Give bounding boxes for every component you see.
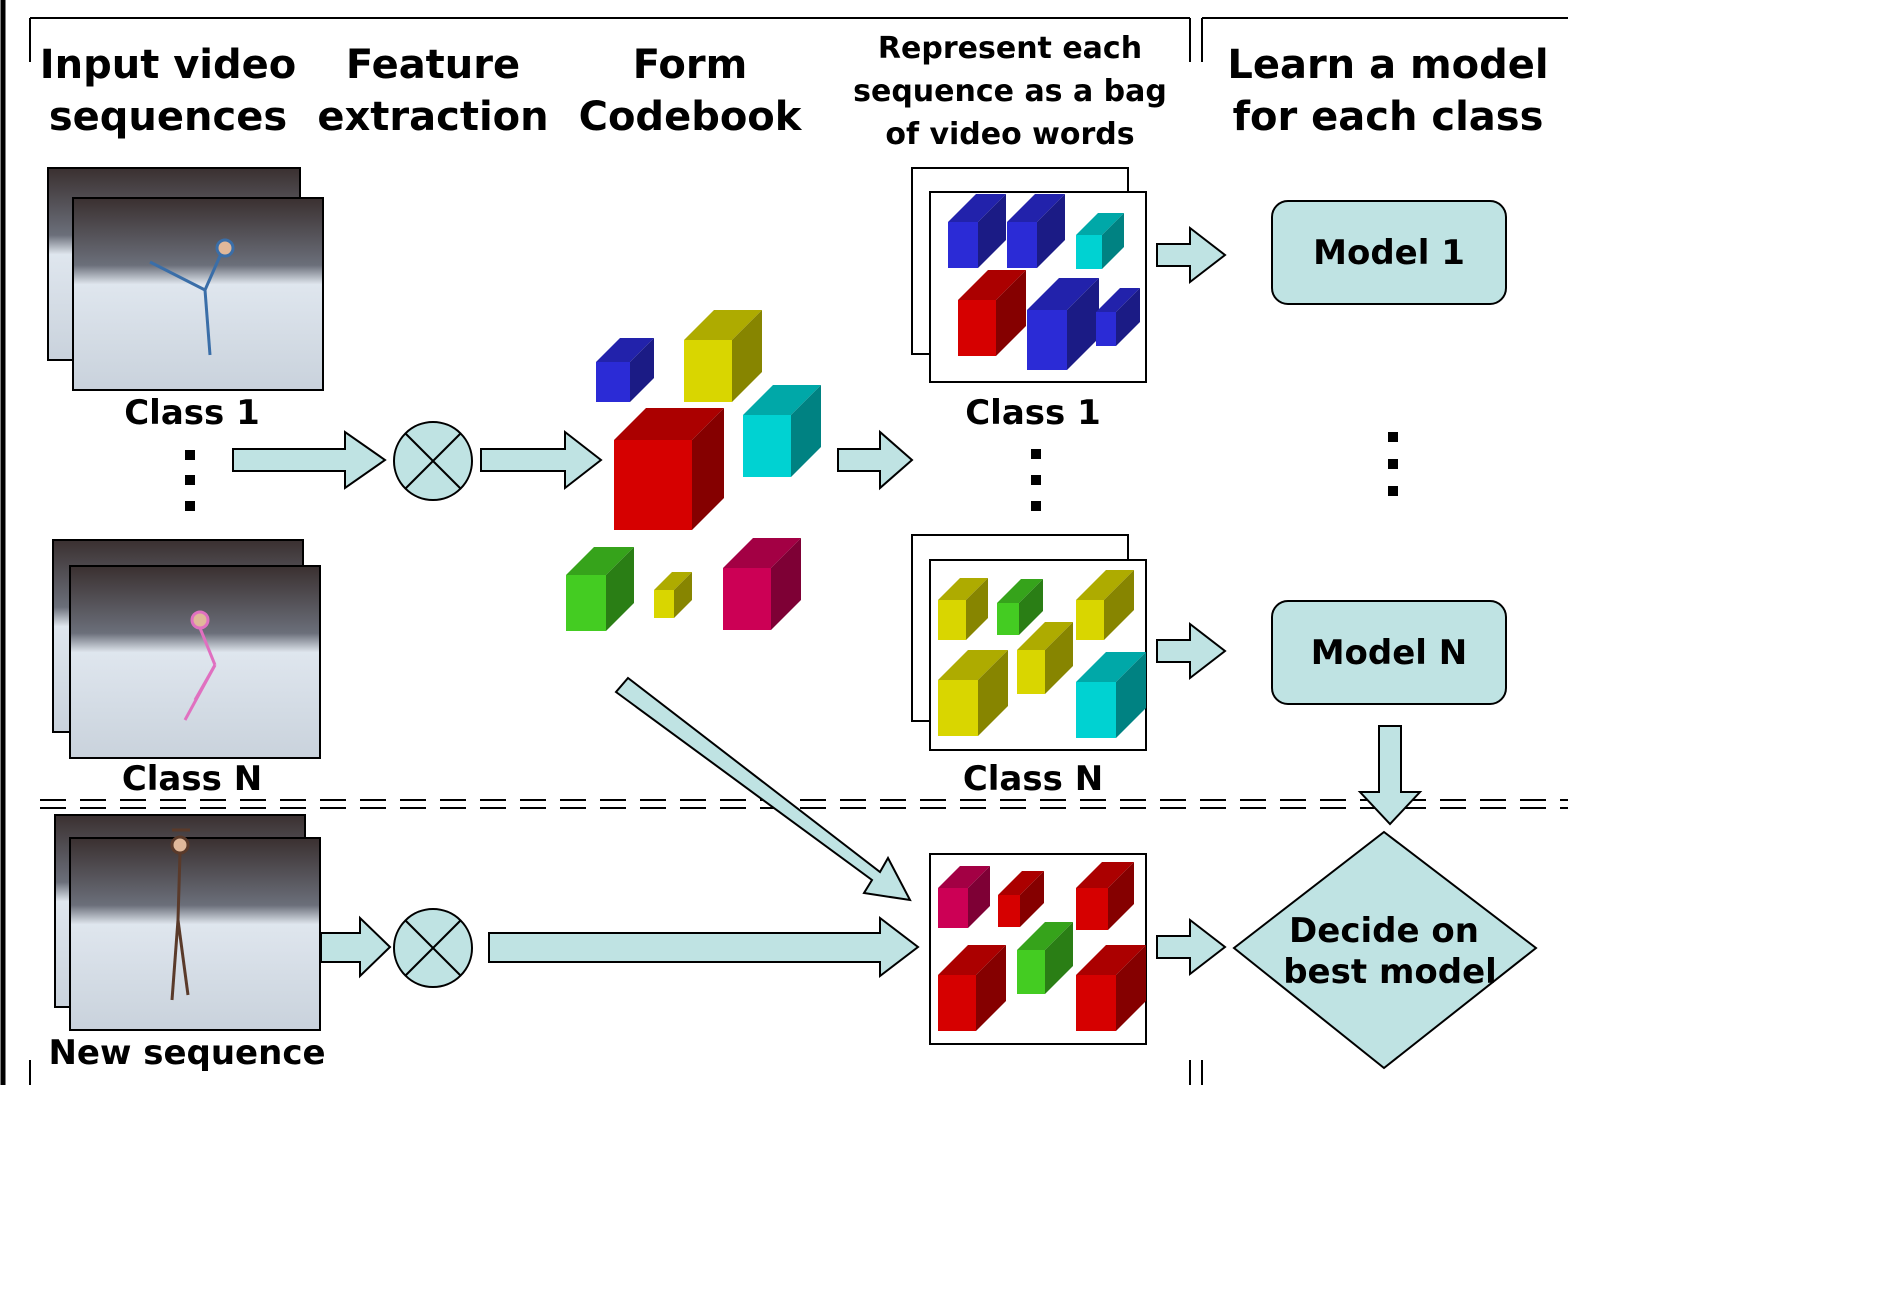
header-feature-line1: Feature [346, 42, 520, 88]
skater-icon [183, 610, 217, 721]
cube-red [1076, 862, 1134, 930]
column-headers: Input video sequences Feature extraction… [40, 31, 1549, 152]
bag-of-video-words-diagram: Input video sequences Feature extraction… [0, 0, 1568, 1085]
model-1-box: Model 1 [1271, 200, 1507, 305]
header-represent-line1: Represent each [878, 31, 1142, 66]
cube-yellow [1017, 622, 1073, 694]
codebook-cubes [566, 310, 821, 631]
model-n-label: Model N [1311, 633, 1468, 673]
arrow-feature-to-codebook [480, 429, 603, 491]
cube-green [997, 579, 1043, 635]
cube-red [1076, 945, 1146, 1031]
arrow-codebook-to-newbag [614, 676, 912, 902]
header-input-line2: sequences [49, 94, 287, 140]
label-new-sequence: New sequence [48, 1033, 325, 1073]
header-represent-line2: sequence as a bag [853, 74, 1167, 109]
label-class-n-input: Class N [122, 759, 262, 799]
video-frames-class-1 [47, 167, 324, 391]
cube-yellow [938, 650, 1008, 736]
arrow-bag1-to-model1 [1156, 225, 1227, 285]
cube-cyan [743, 385, 821, 477]
ellipsis-dots [185, 432, 1398, 511]
flow-arrows [232, 225, 1423, 979]
cube-blue [596, 338, 654, 402]
cube-yellow [654, 572, 692, 618]
cube-yellow [1076, 570, 1134, 640]
cube-red [998, 871, 1044, 927]
cube-red [958, 270, 1026, 356]
header-learn-line1: Learn a model [1227, 42, 1548, 88]
arrow-input-to-feature [232, 430, 387, 490]
cube-blue [1007, 194, 1065, 268]
arrow-codebook-to-bags [837, 429, 914, 491]
cube-cyan [1076, 213, 1124, 269]
decision-line1: Decide on [1289, 911, 1479, 951]
circle-times-icon [393, 908, 473, 988]
frame-lines [0, 0, 1568, 1085]
header-learn-line2: for each class [1233, 94, 1544, 140]
bag-class-1 [911, 167, 1147, 383]
cube-green [1017, 922, 1073, 994]
label-class-1-input: Class 1 [124, 393, 260, 433]
header-represent-line3: of video words [885, 117, 1134, 152]
cube-magenta [938, 866, 990, 928]
cube-green [566, 547, 634, 631]
header-feature-line2: extraction [317, 94, 548, 140]
cube-yellow [684, 310, 762, 402]
circle-times-icon [393, 421, 473, 501]
video-frames-new-sequence [54, 814, 321, 1031]
cube-blue [1096, 288, 1140, 346]
cube-blue [948, 194, 1006, 268]
cube-magenta [723, 538, 801, 630]
arrow-bagn-to-modeln [1156, 621, 1227, 681]
label-class-n-bag: Class N [963, 759, 1103, 799]
header-form-line1: Form [633, 42, 748, 88]
cube-blue [1027, 278, 1099, 370]
skater-icon [170, 828, 190, 1001]
model-1-label: Model 1 [1313, 233, 1465, 273]
arrow-new-to-feature [320, 915, 392, 979]
cube-cyan [1076, 652, 1146, 738]
cube-yellow [938, 578, 988, 640]
training-test-separator [40, 799, 1568, 809]
bag-class-n [911, 534, 1147, 751]
decision-line2: best model [1283, 952, 1497, 992]
video-frames-class-n [52, 539, 321, 759]
decision-diamond: Decide on best model [1232, 830, 1538, 1070]
arrow-modeln-to-decide [1357, 725, 1423, 826]
header-input-line1: Input video [40, 42, 297, 88]
header-form-line2: Codebook [579, 94, 803, 140]
arrow-feature-to-newbag [488, 915, 920, 979]
bag-new-sequence [929, 853, 1147, 1045]
label-class-1-bag: Class 1 [965, 393, 1101, 433]
model-n-box: Model N [1271, 600, 1507, 705]
arrow-newbag-to-decide [1156, 917, 1227, 977]
cube-red [938, 945, 1006, 1031]
skater-icon [149, 238, 235, 356]
cube-red [614, 408, 724, 530]
